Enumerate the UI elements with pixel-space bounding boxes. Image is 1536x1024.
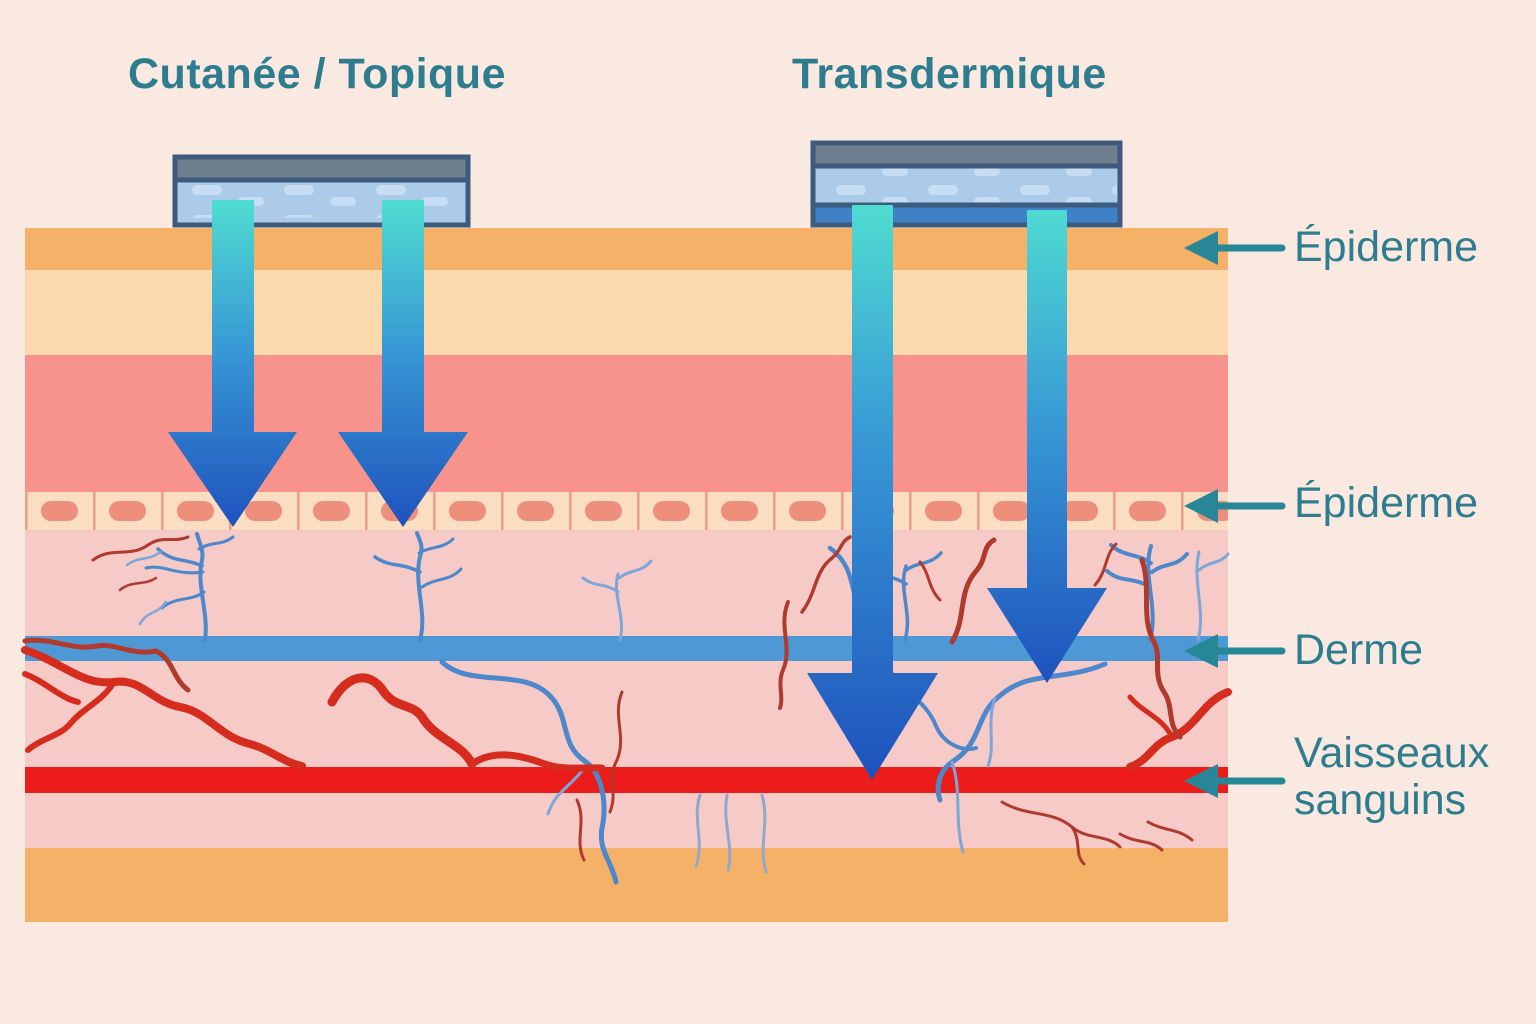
transdermal-patch-backing xyxy=(810,140,1123,169)
red-vessels-thin xyxy=(22,535,1194,866)
artery-band xyxy=(25,767,1228,793)
topical-route-title: Cutanée / Topique xyxy=(128,50,506,98)
epiderme-top-pointer xyxy=(1184,231,1286,265)
vaisseaux-sanguins-label: Vaisseaux sanguins xyxy=(1294,729,1490,824)
epiderme-cells-label: Épiderme xyxy=(1294,479,1479,527)
topical-arrow-left xyxy=(168,200,297,527)
epiderme-top-label: Épiderme xyxy=(1294,223,1479,271)
lower-dermis-layer xyxy=(25,793,1228,848)
label-pointer-arrows xyxy=(1184,231,1286,798)
transdermal-route-title: Transdermique xyxy=(792,50,1107,98)
transdermal-patch-speckles xyxy=(816,168,1117,206)
epiderme-cells-pointer xyxy=(1184,489,1286,523)
transdermal-arrow-short xyxy=(987,210,1107,683)
light-blue-capillaries xyxy=(125,550,1230,854)
topical-arrow-right xyxy=(338,200,468,527)
vaisseaux-pointer xyxy=(1184,764,1286,798)
derme-label: Derme xyxy=(1294,626,1424,674)
red-vessels-thick xyxy=(21,646,1232,772)
topical-patch-backing xyxy=(172,154,471,183)
hypodermis-layer xyxy=(25,848,1228,922)
pale-vessels-below-artery xyxy=(694,793,768,874)
derme-pointer xyxy=(1184,634,1286,668)
drug-diffusion-arrows xyxy=(168,200,1107,780)
transdermal-arrow-long xyxy=(807,205,938,780)
